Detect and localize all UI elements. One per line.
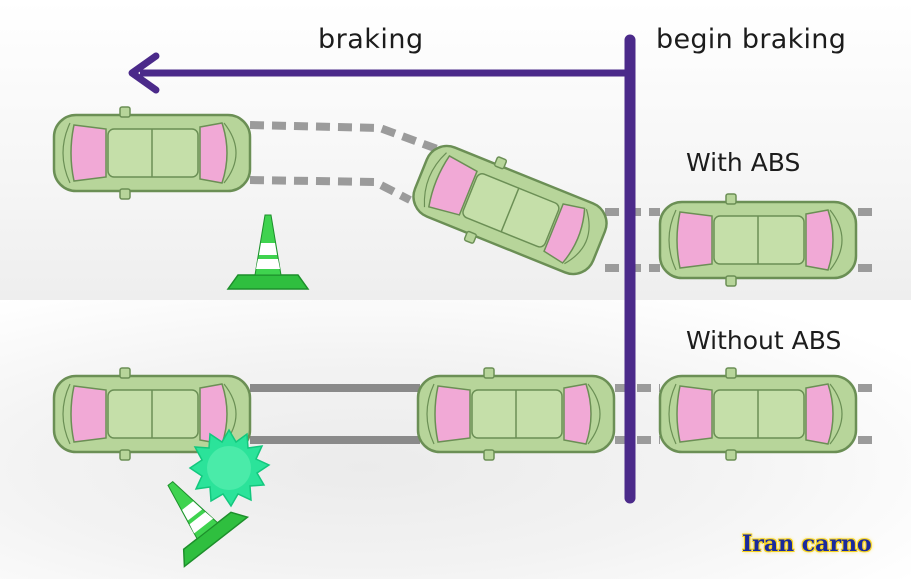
car-icon: [52, 105, 252, 201]
begin-braking-label: begin braking: [656, 24, 847, 55]
with-abs-label: With ABS: [686, 148, 801, 177]
car-icon: [416, 366, 616, 462]
car-icon: [402, 131, 618, 289]
watermark-logo: Iran carno: [742, 531, 872, 557]
traffic-cone-icon: [227, 214, 309, 290]
braking-label: braking: [318, 24, 424, 55]
no-abs-skid-marks: [250, 384, 880, 444]
without-abs-label: Without ABS: [686, 326, 842, 355]
impact-burst-icon: [188, 428, 271, 508]
arrow-left-icon: [128, 52, 626, 94]
car-icon: [658, 366, 858, 462]
car-icon: [658, 192, 858, 288]
